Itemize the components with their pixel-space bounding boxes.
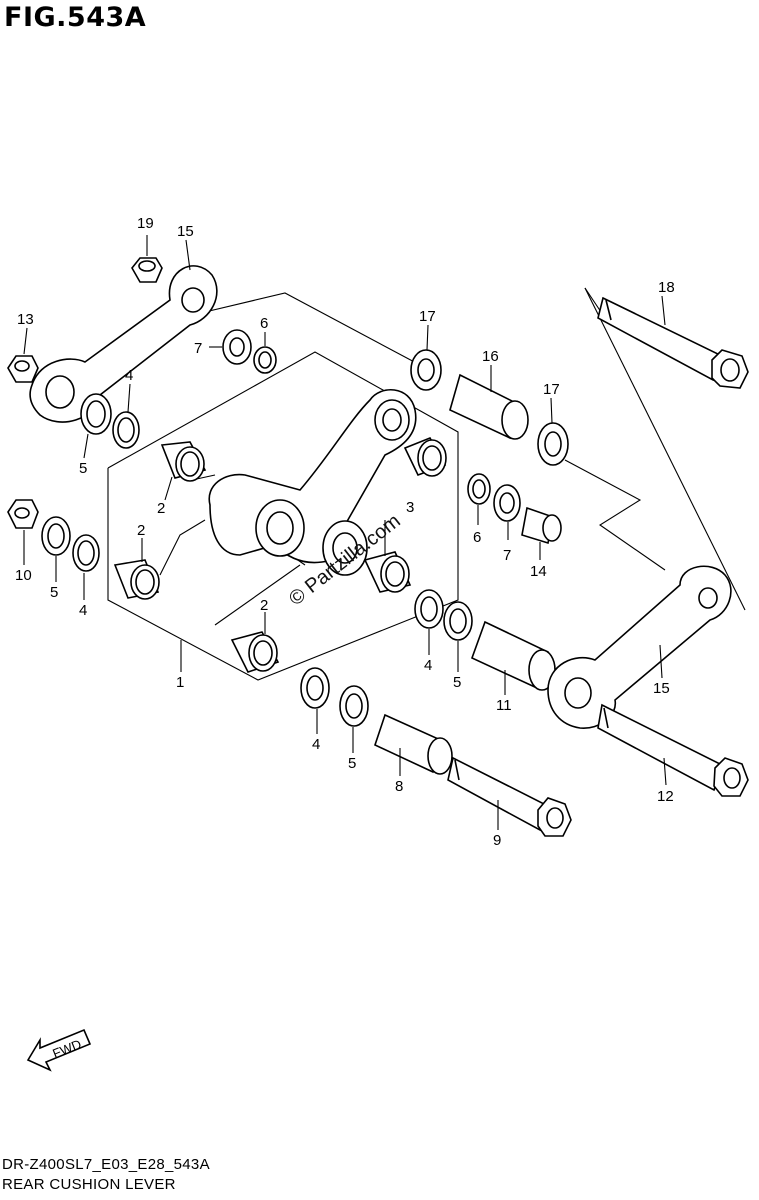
callout: 17 [419, 308, 436, 325]
callout: 4 [424, 657, 432, 674]
bolt-18 [597, 296, 749, 389]
diagram-caption: REAR CUSHION LEVER [2, 1176, 176, 1193]
sleeve-11 [470, 620, 556, 691]
washer-5-upper [80, 393, 112, 435]
figure-title: FIG.543A [4, 2, 147, 33]
bolt-9 [447, 756, 572, 837]
nut-10 [7, 499, 39, 529]
callout: 9 [493, 832, 501, 849]
seal-6-lower [467, 473, 491, 505]
bolt-12 [597, 703, 749, 797]
washer-5-lower [339, 685, 369, 727]
washer-17-upper [410, 349, 442, 391]
collar-14 [521, 506, 562, 545]
callout: 5 [453, 674, 461, 691]
callout: 7 [194, 340, 202, 357]
seal-6-upper [253, 346, 277, 374]
fwd-label: FWD [50, 1036, 83, 1061]
callout: 4 [79, 602, 87, 619]
callout: 19 [137, 215, 154, 232]
washer-5-left [41, 516, 71, 556]
bearing-3 [403, 436, 447, 477]
sleeve-16 [449, 373, 529, 440]
nut-13 [7, 355, 39, 383]
callout: 4 [312, 736, 320, 753]
callout-numbers: 19 15 13 7 6 4 5 17 16 18 17 2 3 6 7 14 … [15, 215, 675, 849]
callout: 8 [395, 778, 403, 795]
callout: 17 [543, 381, 560, 398]
bearing-2-c [230, 631, 280, 673]
callout: 6 [473, 529, 481, 546]
callout: 5 [348, 755, 356, 772]
bearing-2-a [160, 441, 207, 482]
callout: 2 [260, 597, 268, 614]
callout: 11 [496, 697, 512, 714]
callout: 5 [50, 584, 58, 601]
callout: 4 [125, 367, 133, 384]
diagram-code: DR-Z400SL7_E03_E28_543A [2, 1156, 210, 1173]
nut-19 [131, 257, 163, 283]
link-15-lower [547, 565, 732, 729]
bearing-2-b [113, 559, 160, 600]
sleeve-8 [374, 713, 453, 775]
callout: 12 [657, 788, 674, 805]
washer-4-left [72, 534, 100, 572]
callout: 3 [406, 499, 414, 516]
link-15-upper [29, 265, 218, 423]
washer-7-upper [222, 329, 252, 365]
callout: 15 [177, 223, 194, 240]
callout: 14 [530, 563, 547, 580]
callout: 15 [653, 680, 670, 697]
callout: 7 [503, 547, 511, 564]
washer-17-lower [537, 422, 569, 466]
washer-5-right [443, 601, 473, 641]
callout: 13 [17, 311, 34, 328]
washer-4-right [414, 589, 444, 629]
washer-4-lower [300, 667, 330, 709]
callout: 2 [137, 522, 145, 539]
callout: 18 [658, 279, 675, 296]
callout: 5 [79, 460, 87, 477]
washer-4-upper [112, 411, 140, 449]
callout: 10 [15, 567, 32, 584]
callout: 2 [157, 500, 165, 517]
cushion-lever-1 [208, 388, 417, 576]
callout: 16 [482, 348, 499, 365]
bearing-2-d [363, 551, 412, 593]
callout: 1 [176, 674, 184, 691]
callout-leaders [23, 235, 667, 830]
callout: 6 [260, 315, 268, 332]
fwd-arrow: FWD [26, 1028, 92, 1072]
washer-7-lower [493, 484, 521, 522]
